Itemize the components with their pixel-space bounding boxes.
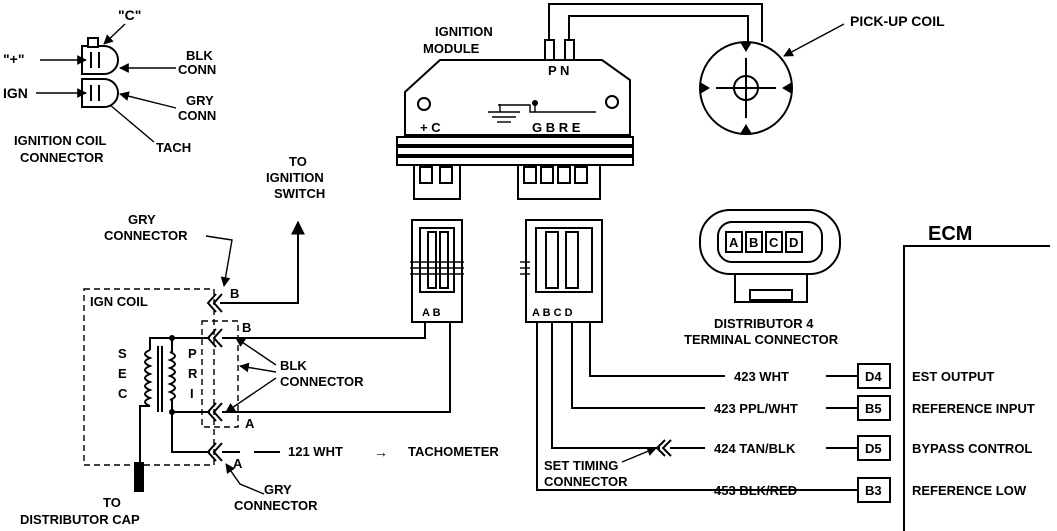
ecm-pin-b5: B5: [865, 401, 882, 416]
ignition-module: IGNITION MODULE P N + C G B R E: [396, 24, 634, 200]
blk-connector-label-2: CONNECTOR: [280, 374, 364, 389]
gry-conn-label-2: CONN: [178, 108, 216, 123]
ign-coil: IGN COIL S E C P R I: [83, 288, 215, 492]
four-pin-labels: A B C D: [532, 307, 573, 319]
sec-label-e: E: [118, 366, 127, 381]
to-ignition-switch-1: TO: [289, 154, 307, 169]
ecm-wire-b5: 423 PPL/WHT: [714, 401, 798, 416]
ecm-pin-d5: D5: [865, 441, 882, 456]
distributor-connector-title-2: TERMINAL CONNECTOR: [684, 332, 839, 347]
c-terminal-label: "C": [118, 7, 141, 23]
ignition-module-title-2: MODULE: [423, 41, 480, 56]
two-pin-connector: A B: [410, 219, 464, 323]
dist-pin-b: B: [749, 235, 758, 250]
ecm-pin-b3: B3: [865, 483, 882, 498]
blk-conn-label-2: CONN: [178, 62, 216, 77]
blk-connector-label-1: BLK: [280, 358, 307, 373]
terminal-b-top: B: [230, 286, 239, 301]
pn-terminal-label: P N: [548, 63, 569, 78]
terminal-b-mid: B: [242, 320, 251, 335]
to-ignition-switch-3: SWITCH: [274, 186, 325, 201]
pri-label-p: P: [188, 346, 197, 361]
ecm-wire-d4: 423 WHT: [734, 369, 789, 384]
terminal-a-mid: A: [245, 416, 255, 431]
to-ignition-switch-label: TO IGNITION SWITCH: [266, 154, 325, 201]
ecm-pin-d4: D4: [865, 369, 882, 384]
ecm-function-d5: BYPASS CONTROL: [912, 441, 1032, 456]
sec-label-s: S: [118, 346, 127, 361]
ecm-wire-d5: 424 TAN/BLK: [714, 441, 796, 456]
distributor-connector-title-1: DISTRIBUTOR 4: [714, 316, 814, 331]
ecm-circuit-b5: 423 PPL/WHT B5 REFERENCE INPUT: [714, 395, 1035, 421]
sec-label-c: C: [118, 386, 128, 401]
gry-connector-bottom-2: CONNECTOR: [234, 498, 318, 513]
plus-terminal-label: "+": [3, 51, 24, 67]
dist-pin-a: A: [729, 235, 739, 250]
distributor-4-terminal-connector: A B C D DISTRIBUTOR 4 TERMINAL CONNECTOR: [684, 209, 841, 347]
dist-pin-d: D: [789, 235, 798, 250]
pick-up-coil-label: PICK-UP COIL: [850, 13, 945, 29]
two-pin-labels: A B: [422, 307, 441, 319]
module-terminals-left: + C: [420, 120, 441, 135]
ecm-function-d4: EST OUTPUT: [912, 369, 994, 384]
ecm-circuit-b3: 453 BLK/RED B3 REFERENCE LOW: [714, 477, 1027, 503]
to-ignition-switch-2: IGNITION: [266, 170, 324, 185]
set-timing-connector-2: CONNECTOR: [544, 474, 628, 489]
ign-coil-title: IGN COIL: [90, 294, 148, 309]
ecm-title: ECM: [928, 223, 972, 245]
gry-connector-bottom-1: GRY: [264, 482, 292, 497]
blk-conn-label-1: BLK: [186, 48, 213, 63]
ign-terminal-label: IGN: [3, 85, 28, 101]
ecm-function-b5: REFERENCE INPUT: [912, 401, 1035, 416]
pri-label-i: I: [190, 386, 194, 401]
module-terminals-right: G B R E: [532, 120, 581, 135]
tach-wire: 121 WHT → TACHOMETER: [222, 444, 499, 460]
set-timing-connector-1: SET TIMING: [544, 458, 618, 473]
ecm-circuit-d5: 424 TAN/BLK D5 BYPASS CONTROL: [714, 435, 1032, 461]
tach-wire-circuit: 121 WHT: [288, 444, 343, 459]
terminal-a-bottom: A: [233, 456, 243, 471]
ignition-coil-connector: "C" "+" IGN BLK CONN GRY CONN TACH IGNIT…: [3, 7, 216, 165]
tach-wire-dest: TACHOMETER: [408, 444, 499, 459]
four-pin-connector: A B C D: [520, 219, 603, 323]
ecm: ECM 423 WHT D4 EST OUTPUT 423 PPL/WHT B5…: [714, 223, 1050, 531]
ignition-coil-connector-title-1: IGNITION COIL: [14, 133, 107, 148]
pri-label-r: R: [188, 366, 198, 381]
gry-connector-top-2: CONNECTOR: [104, 228, 188, 243]
ignition-coil-connector-title-2: CONNECTOR: [20, 150, 104, 165]
dist-pin-c: C: [769, 235, 779, 250]
ecm-wire-b3: 453 BLK/RED: [714, 483, 797, 498]
ignition-module-title-1: IGNITION: [435, 24, 493, 39]
gry-conn-label-1: GRY: [186, 93, 214, 108]
tach-label: TACH: [156, 140, 191, 155]
ecm-circuit-d4: 423 WHT D4 EST OUTPUT: [734, 363, 994, 389]
ecm-function-b3: REFERENCE LOW: [912, 483, 1027, 498]
tach-wire-arrow: →: [374, 444, 388, 460]
gry-connector-top-1: GRY: [128, 212, 156, 227]
to-distributor-cap-2: DISTRIBUTOR CAP: [20, 512, 140, 527]
pick-up-coil: PICK-UP COIL: [699, 13, 945, 135]
to-distributor-cap-1: TO: [103, 495, 121, 510]
